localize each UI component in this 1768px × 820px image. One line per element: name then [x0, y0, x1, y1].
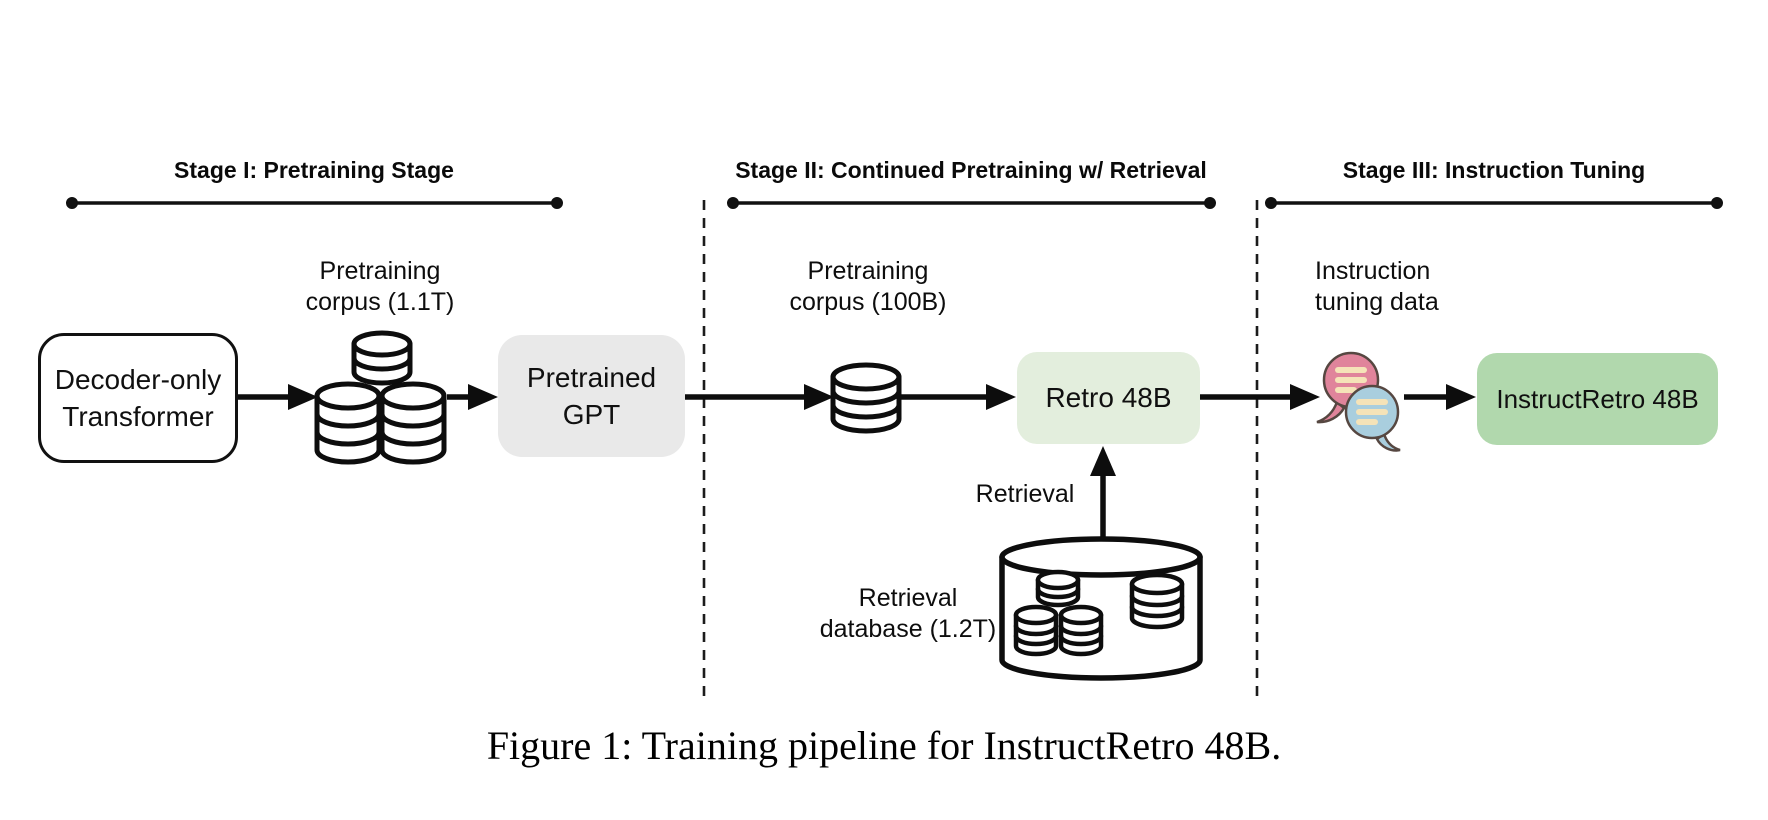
stage-1-rule — [66, 197, 563, 209]
arrow-head — [986, 384, 1016, 410]
cylinder-lid — [351, 330, 413, 358]
cylinder-band — [1058, 633, 1104, 647]
stage-1-left-dot — [66, 197, 78, 209]
stage-3-rule — [1265, 197, 1723, 209]
stage-3-title: Stage III: Instruction Tuning — [1342, 157, 1646, 183]
arrow-decoder-to-corpus1 — [236, 384, 318, 410]
arrow-retrieval-db-to-retro — [1090, 446, 1116, 546]
cylinder-lid — [1129, 572, 1185, 596]
cylinder-band — [379, 411, 447, 429]
cylinder-band — [830, 388, 902, 406]
cylinder-lid — [830, 362, 902, 392]
arrow-head — [1446, 384, 1476, 410]
cylinder-right — [379, 381, 447, 465]
label-pretraining-corpus-1-1t: Pretraining corpus (1.1T) — [305, 257, 455, 316]
stage-3-right-dot — [1711, 197, 1723, 209]
text-line — [1335, 367, 1367, 373]
mini-cylinder-top — [1035, 569, 1081, 608]
cylinder-body — [379, 393, 447, 465]
stage-2-right-dot — [1204, 197, 1216, 209]
cylinder-band — [1058, 623, 1104, 637]
label-retrieval-database-1-2t: Retrieval database (1.2T) — [819, 584, 997, 643]
arrow-head — [288, 384, 318, 410]
arrow-corpus1-to-gpt — [447, 384, 498, 410]
blue-bubble-tail — [1375, 431, 1401, 452]
label-pretraining-corpus-100b: Pretraining corpus (100B) — [789, 257, 947, 316]
label-retrieval: Retrieval — [975, 480, 1075, 508]
cylinder-band — [830, 402, 902, 420]
stage-3-left-dot — [1265, 197, 1277, 209]
stage-1-right-dot — [551, 197, 563, 209]
cylinder-band — [314, 429, 382, 447]
arrow-head — [1090, 446, 1116, 476]
arrow-head — [468, 384, 498, 410]
arrow-instruction-data-to-instructretro — [1404, 384, 1476, 410]
pink-bubble-tail — [1316, 399, 1346, 424]
database-barrel-icon — [999, 536, 1203, 681]
node-retro-48b: Retro 48B — [1017, 352, 1200, 444]
arrow-retro-to-instruction-data — [1200, 384, 1320, 410]
stage-1-title: Stage I: Pretraining Stage — [174, 157, 454, 183]
arrow-head — [804, 384, 834, 410]
barrel-lid — [999, 536, 1203, 578]
arrow-head — [1290, 384, 1320, 410]
pink-bubble-text-lines — [1335, 367, 1367, 393]
stage-2-title: Stage II: Continued Pretraining w/ Retri… — [735, 157, 1207, 183]
arrow-gpt-to-corpus2 — [685, 384, 834, 410]
text-line — [1335, 377, 1367, 383]
cylinder-lid — [1013, 604, 1059, 626]
text-line — [1335, 387, 1357, 393]
chat-bubbles-icon — [1316, 351, 1401, 452]
text-line — [1356, 419, 1378, 425]
node-pretrained-gpt: Pretrained GPT — [498, 335, 685, 457]
cylinder-body — [314, 393, 382, 465]
cylinder-lid — [314, 381, 382, 411]
cylinder-band — [314, 411, 382, 429]
text-line — [1356, 399, 1388, 405]
mini-cylinder-left — [1013, 604, 1059, 657]
figure-caption: Figure 1: Training pipeline for Instruct… — [486, 723, 1282, 768]
cylinder-lid — [1035, 569, 1081, 591]
cylinder-band — [1129, 604, 1185, 619]
mini-cylinder-middle — [1058, 604, 1104, 657]
arrow-corpus2-to-retro — [900, 384, 1016, 410]
mini-cylinder-right — [1129, 572, 1185, 630]
stage-2-rule — [727, 197, 1216, 209]
text-line — [1356, 409, 1388, 415]
cylinder-band — [1129, 593, 1185, 608]
cylinder-left — [314, 381, 382, 465]
cylinder-band — [379, 429, 447, 447]
cylinder-band — [351, 355, 413, 372]
node-instructretro-48b: InstructRetro 48B — [1477, 353, 1718, 445]
blue-bubble-text-lines — [1356, 399, 1388, 425]
stage-2-left-dot — [727, 197, 739, 209]
label-instruction-tuning-data: Instruction tuning data — [1315, 257, 1439, 316]
cylinder-band — [1013, 633, 1059, 647]
cylinder-lid — [379, 381, 447, 411]
cylinder-band — [1035, 586, 1081, 600]
cylinder-top — [351, 330, 413, 386]
cylinder-band — [1013, 623, 1059, 637]
cylinder-lid — [1058, 604, 1104, 626]
database-stack-icon — [314, 330, 447, 465]
database-icon — [830, 362, 902, 434]
node-decoder-only-transformer: Decoder-only Transformer — [38, 333, 238, 463]
